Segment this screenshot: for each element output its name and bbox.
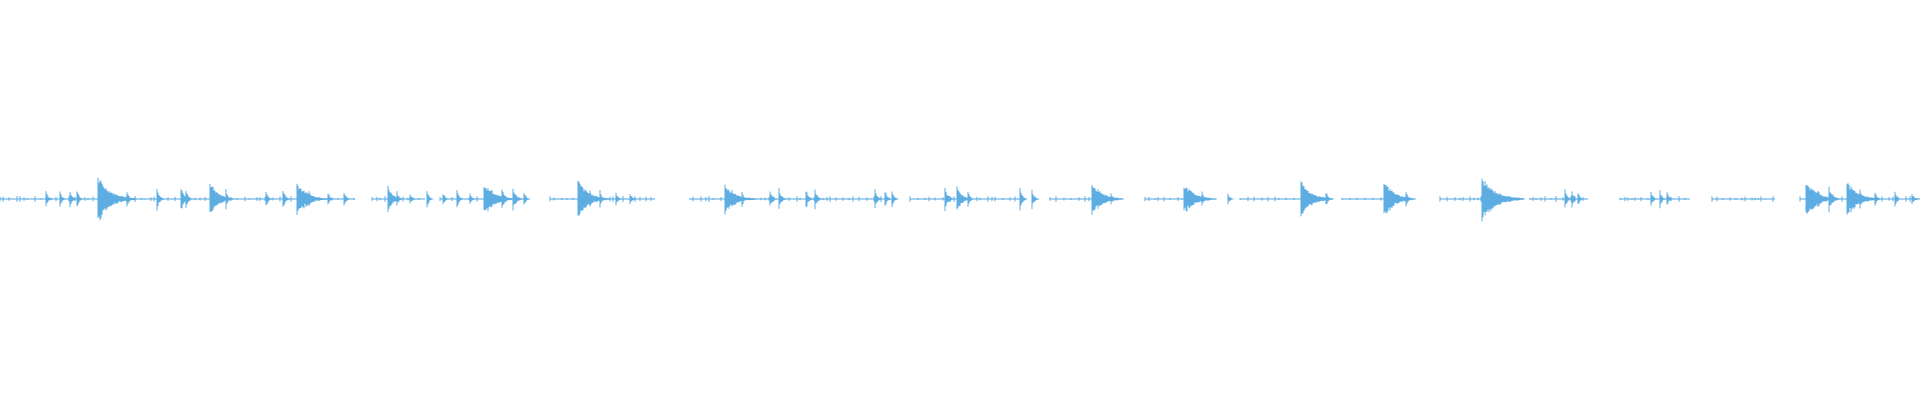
- waveform-burst: [1110, 193, 1118, 205]
- waveform-burst: [69, 191, 77, 208]
- waveform-trace: [0, 177, 1920, 222]
- waveform-burst: [1019, 188, 1028, 211]
- waveform-burst: [225, 189, 233, 210]
- waveform-burst: [1405, 192, 1413, 207]
- waveform-burst: [884, 192, 893, 206]
- waveform-burst: [1307, 191, 1316, 206]
- waveform-burst: [512, 188, 523, 211]
- waveform-burst: [1666, 192, 1674, 205]
- waveform-burst: [1577, 193, 1585, 204]
- waveform-burst: [1227, 193, 1235, 205]
- waveform-burst: [426, 191, 434, 208]
- waveform-burst: [442, 194, 450, 205]
- waveform-burst: [1859, 189, 1868, 209]
- waveform-burst: [1031, 189, 1040, 210]
- waveform-burst: [126, 192, 134, 207]
- waveform-burst: [599, 190, 607, 208]
- waveform-burst: [327, 193, 335, 205]
- waveform-burst: [1183, 187, 1217, 212]
- waveform-burst: [1325, 193, 1333, 205]
- waveform-burst: [1091, 185, 1124, 215]
- waveform-burst: [156, 189, 165, 211]
- waveform-burst: [814, 189, 823, 210]
- waveform-burst: [741, 191, 749, 207]
- waveform-burst: [1481, 178, 1525, 222]
- waveform-burst: [589, 190, 598, 207]
- waveform-burst: [891, 191, 899, 208]
- waveform-burst: [523, 193, 531, 205]
- waveform-burst: [265, 192, 273, 206]
- waveform-burst: [343, 193, 351, 206]
- waveform-burst: [469, 193, 477, 204]
